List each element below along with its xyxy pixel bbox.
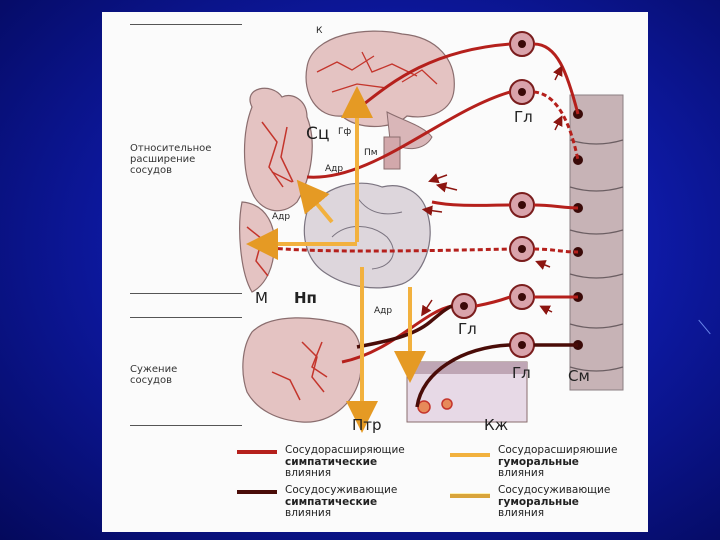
relative-dilation-label: Относительное расширение сосудов	[130, 143, 240, 176]
divider-line	[130, 293, 242, 294]
divider-line	[130, 24, 242, 25]
spinal-cord-label: См	[568, 368, 590, 384]
gut	[243, 318, 362, 422]
muscle-label: М	[255, 290, 268, 306]
adrenaline-label: Адр	[272, 212, 290, 222]
brain	[306, 31, 454, 169]
medulla-label: Пм	[364, 148, 378, 158]
adrenal-label: Нп	[294, 290, 317, 306]
legend-swatch-constrictor-humoral	[450, 493, 490, 498]
legend-item: Сосудосуживающие гуморальные влияния	[498, 485, 610, 520]
adrenal-gland	[304, 183, 430, 288]
ganglion-label: Гл	[514, 109, 533, 125]
legend-swatch-constrictor-sympathetic	[237, 490, 277, 494]
hypophysis-label: Гф	[338, 127, 351, 137]
constriction-label: Сужение сосудов	[130, 364, 240, 386]
legend-item: Сосудосуживающие симпатические влияния	[285, 485, 397, 520]
divider-line	[130, 425, 242, 426]
heart	[245, 88, 313, 210]
diagram-panel: Относительное расширение сосудов Сужение…	[102, 12, 648, 532]
legend-swatch-dilator-humoral	[450, 453, 490, 457]
legend-item: Сосудорасширяющие симпатические влияния	[285, 445, 405, 480]
ganglion-label: Гл	[512, 365, 531, 381]
muscle	[240, 202, 275, 292]
legend-swatch-dilator-sympathetic	[237, 450, 277, 454]
cortex-label: К	[316, 26, 322, 36]
skin-label: Кж	[484, 417, 508, 433]
adrenaline-label: Адр	[374, 306, 392, 316]
heart-label: Сц	[306, 125, 329, 143]
divider-line	[130, 317, 242, 318]
decorative-line	[698, 320, 710, 334]
ganglion-label: Гл	[458, 321, 477, 337]
skin	[407, 362, 527, 422]
gut-label: Птр	[352, 417, 382, 433]
adrenaline-label: Адр	[325, 164, 343, 174]
legend-item: Сосудорасширяюшие гуморальные влияния	[498, 445, 617, 480]
